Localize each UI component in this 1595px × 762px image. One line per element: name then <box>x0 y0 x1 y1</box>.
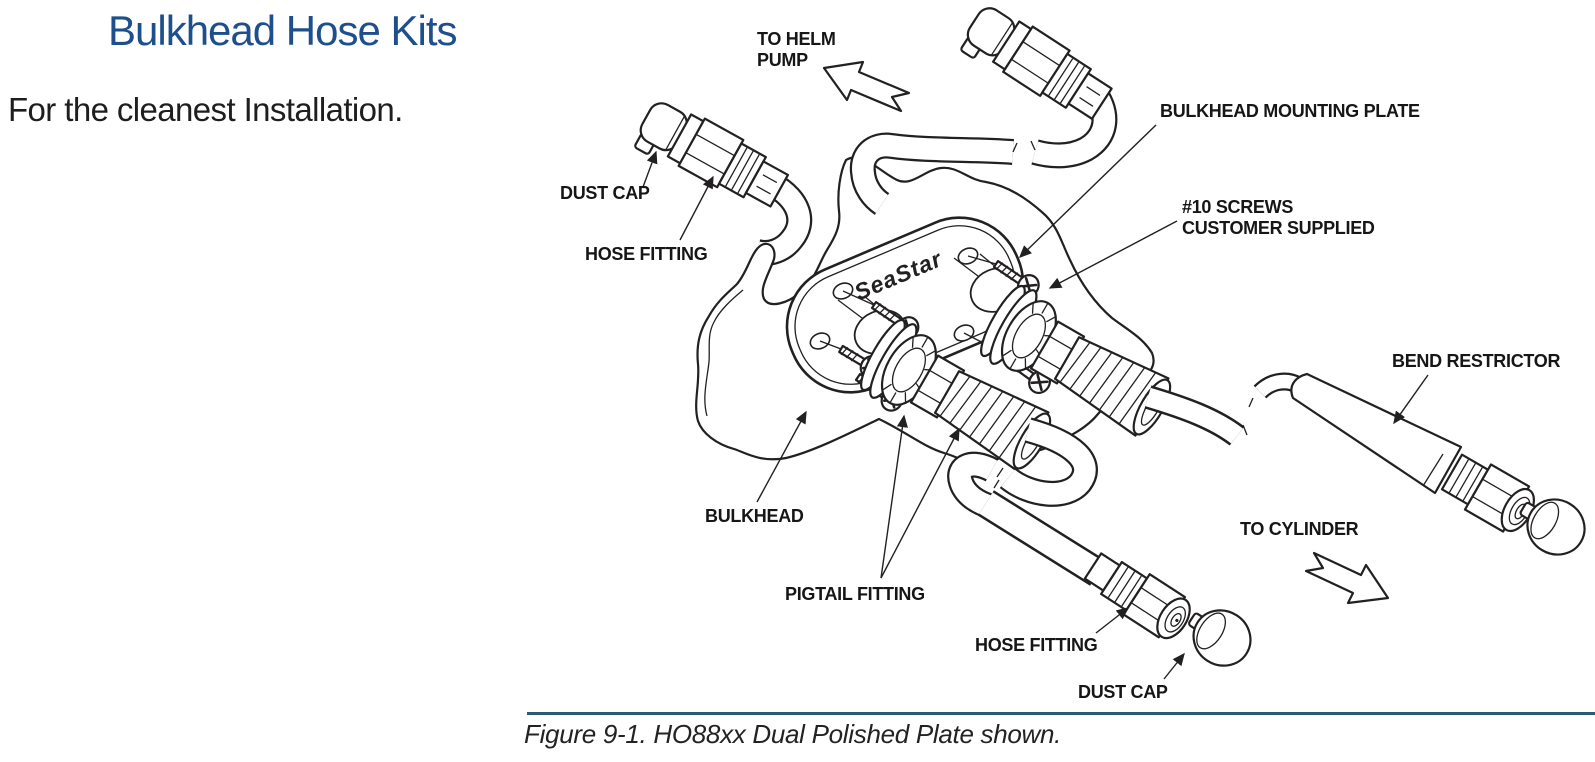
label-pigtail-fitting: PIGTAIL FITTING <box>785 584 925 604</box>
label-to-cylinder: TO CYLINDER <box>1240 519 1359 539</box>
pigtail-fitting-left <box>860 318 1052 471</box>
label-screws-line2: CUSTOMER SUPPLIED <box>1182 218 1375 238</box>
label-dust-cap-bottom: DUST CAP <box>1078 682 1168 702</box>
hose-to-helm <box>849 82 1118 215</box>
hose-fitting-top-right <box>960 7 1113 120</box>
label-dust-cap-top: DUST CAP <box>560 183 650 203</box>
dust-cap-right-shape <box>1519 498 1586 556</box>
figure-caption: Figure 9-1. HO88xx Dual Polished Plate s… <box>524 719 1062 749</box>
bend-restrictor-shape <box>1253 372 1463 495</box>
page-subtitle: For the cleanest Installation. <box>8 91 403 128</box>
caption-rule <box>527 712 1595 715</box>
hose-to-cylinder-right <box>1144 385 1254 446</box>
label-to-helm-pump: TO HELM PUMP <box>757 29 836 71</box>
hose-fitting-top-left <box>634 102 790 208</box>
hose-to-cylinder-left <box>947 417 1106 586</box>
hose-fitting-bottom-shape <box>1083 552 1191 640</box>
pigtail-fitting-right <box>980 284 1172 437</box>
label-to-helm-pump-line1: TO HELM <box>757 29 836 49</box>
to-helm-pump-arrow <box>822 60 911 113</box>
dust-cap-bottom-shape <box>1188 609 1252 667</box>
leader-lines <box>642 124 1429 680</box>
label-bend-restrictor: BEND RESTRICTOR <box>1392 351 1561 371</box>
label-hose-fitting-top: HOSE FITTING <box>585 244 708 264</box>
page-title: Bulkhead Hose Kits <box>108 7 458 54</box>
to-cylinder-arrow <box>1304 551 1390 605</box>
label-to-helm-pump-line2: PUMP <box>757 50 808 70</box>
alignment-lines <box>819 255 997 350</box>
label-bulkhead-mounting-plate: BULKHEAD MOUNTING PLATE <box>1160 101 1420 121</box>
label-bulkhead: BULKHEAD <box>705 506 804 526</box>
hose-fitting-right-shape <box>1440 453 1536 533</box>
label-screws: #10 SCREWS CUSTOMER SUPPLIED <box>1182 197 1375 239</box>
bulkhead-edge-line <box>704 289 744 417</box>
label-hose-fitting-bottom: HOSE FITTING <box>975 635 1098 655</box>
label-screws-line1: #10 SCREWS <box>1182 197 1294 217</box>
